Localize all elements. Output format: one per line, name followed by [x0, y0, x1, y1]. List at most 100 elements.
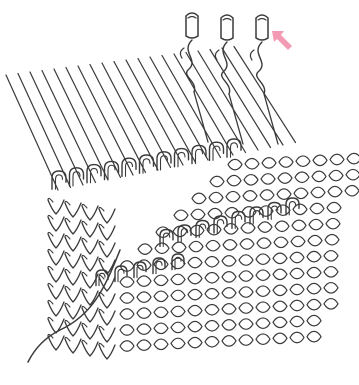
purl-bump	[296, 156, 310, 167]
purl-bump	[313, 155, 327, 166]
purl-bump	[292, 220, 306, 231]
knit-v-stitch	[99, 328, 115, 342]
needle-line	[42, 71, 96, 183]
purl-bump	[239, 255, 253, 266]
purl-bump	[324, 267, 338, 278]
purl-bump	[277, 189, 291, 200]
purl-bump	[256, 318, 270, 329]
purl-bump	[120, 277, 134, 288]
purl-bump	[324, 283, 338, 294]
purl-bump	[290, 268, 304, 279]
tool-loop-left	[250, 50, 254, 60]
knit-v-stitch	[48, 302, 64, 316]
stitch-hook-inner	[289, 202, 296, 215]
purl-bump	[258, 222, 272, 233]
knit-v-stitch	[99, 345, 115, 359]
stitch-hook-inner	[108, 165, 115, 179]
fabric-right-rows	[28, 153, 359, 362]
purl-bump	[326, 218, 340, 229]
tool-loop-left	[215, 50, 219, 60]
knit-v-stitch	[82, 308, 98, 322]
purl-bump	[191, 209, 205, 220]
purl-bump	[222, 320, 236, 331]
purl-bump	[273, 301, 287, 312]
knit-v-stitch	[82, 206, 98, 220]
purl-bump	[205, 321, 219, 332]
knit-v-stitch	[99, 243, 115, 257]
purl-bump	[120, 341, 134, 352]
purl-bump	[260, 190, 274, 201]
purl-bump	[227, 175, 241, 186]
purl-bump	[256, 270, 270, 281]
purl-bump	[262, 158, 276, 169]
purl-bump	[275, 221, 289, 232]
purl-bump	[120, 293, 134, 304]
purl-bump	[310, 203, 324, 214]
stitch-hook	[268, 203, 281, 220]
purl-bump	[256, 286, 270, 297]
purl-bump	[205, 273, 219, 284]
knit-v-stitch	[82, 325, 98, 339]
knit-v-stitch	[48, 251, 64, 265]
knit-v-stitch	[65, 203, 81, 217]
knit-v-stitch	[65, 339, 81, 353]
stitch-hook-inner	[231, 143, 238, 157]
stitch-hook-inner	[126, 162, 133, 176]
purl-bump	[278, 173, 292, 184]
purl-bump	[239, 287, 253, 298]
purl-bump	[239, 335, 253, 346]
knit-v-stitch	[48, 200, 64, 214]
purl-bump	[224, 224, 238, 235]
purl-bump	[137, 308, 151, 319]
purl-bump	[312, 171, 326, 182]
purl-bump	[137, 276, 151, 287]
purl-bump	[209, 192, 223, 203]
purl-bump	[294, 188, 308, 199]
knit-v-stitch	[82, 240, 98, 254]
purl-bump	[120, 325, 134, 336]
knit-v-stitch	[48, 217, 64, 231]
purl-bump	[324, 299, 338, 310]
knit-v-stitch	[99, 226, 115, 240]
knit-v-stitch	[65, 254, 81, 268]
purl-bump	[188, 321, 202, 332]
purl-bump	[192, 193, 206, 204]
purl-bump	[205, 289, 219, 300]
knit-v-stitch	[48, 336, 64, 350]
purl-bump	[120, 309, 134, 320]
stitch-hooks-top-row	[52, 139, 241, 189]
purl-bump	[222, 336, 236, 347]
knit-v-stitch	[65, 220, 81, 234]
purl-bump	[307, 315, 321, 326]
purl-bump	[228, 159, 242, 170]
purl-bump	[295, 172, 309, 183]
purl-bump	[290, 284, 304, 295]
purl-bump	[190, 225, 204, 236]
knit-v-stitch	[65, 322, 81, 336]
purl-bump	[171, 290, 185, 301]
purl-bump	[222, 272, 236, 283]
arrow-up-left-icon	[272, 31, 292, 50]
purl-bump	[210, 176, 224, 187]
tool-rim	[223, 19, 231, 21]
purl-bump	[307, 251, 321, 262]
stitch-hook-inner	[143, 159, 150, 173]
purl-bump	[347, 153, 359, 164]
purl-bump	[309, 219, 323, 230]
purl-bump	[307, 283, 321, 294]
purl-bump	[307, 267, 321, 278]
tool-loop-left	[180, 48, 184, 58]
stitch-hook-inner	[213, 146, 220, 160]
purl-bump	[245, 159, 259, 170]
knit-v-stitch	[65, 305, 81, 319]
purl-bump	[188, 305, 202, 316]
stitch-hook-inner	[161, 156, 168, 170]
knit-v-stitch	[48, 319, 64, 333]
needle-line	[126, 60, 183, 165]
purl-bump	[325, 235, 339, 246]
knit-v-stitch	[82, 223, 98, 237]
knit-v-stitch	[48, 234, 64, 248]
knit-v-stitch	[65, 237, 81, 251]
